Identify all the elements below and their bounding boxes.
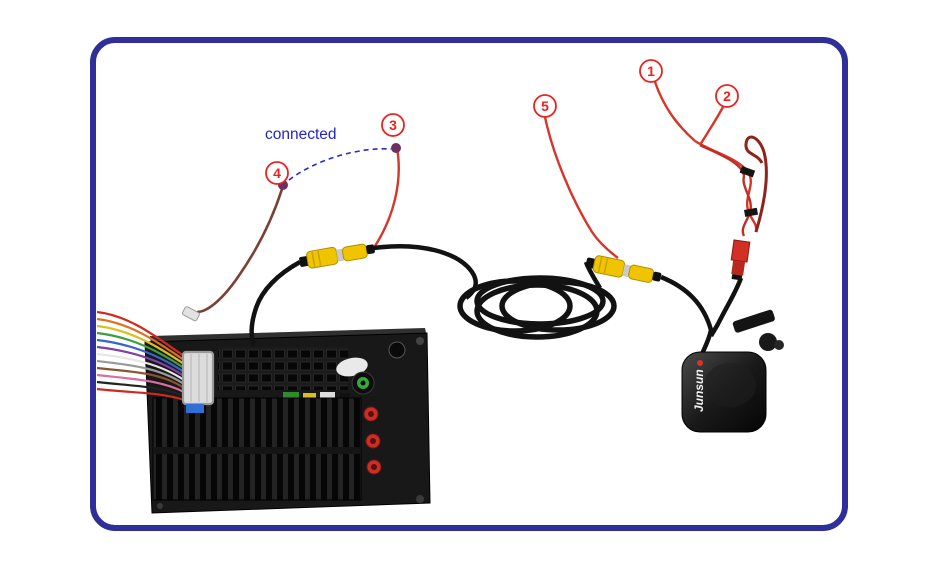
callout-4-number: 4 xyxy=(273,165,281,181)
callout-1: 1 xyxy=(639,59,663,83)
bracket-hinge xyxy=(759,333,777,351)
callout-4: 4 xyxy=(265,161,289,185)
frame-border xyxy=(90,37,848,531)
connected-annotation: connected xyxy=(265,126,392,181)
power-connector xyxy=(730,239,751,281)
trigger-wire-3 xyxy=(373,143,401,247)
head-unit xyxy=(144,328,431,514)
usb-connector xyxy=(186,404,204,413)
red-rca-jacks xyxy=(363,406,382,475)
trigger-wire-4 xyxy=(181,180,288,322)
rear-camera: Junsun xyxy=(681,309,784,433)
brand-logo-dot xyxy=(697,360,703,366)
camera-brand-label: Junsun xyxy=(692,369,706,412)
connected-dashed-line xyxy=(288,147,392,181)
harness-connector xyxy=(181,350,215,406)
head-unit-pin-slots xyxy=(218,347,348,390)
rca-connector-2 xyxy=(585,255,662,283)
power-lead-to-camera xyxy=(708,277,744,338)
bracket-knob xyxy=(774,340,784,350)
callout-1-number: 1 xyxy=(647,63,655,79)
round-jack xyxy=(388,341,406,359)
cable-tie-2 xyxy=(744,207,759,217)
heatsink-divider xyxy=(153,447,361,454)
camera-bracket xyxy=(732,309,775,333)
callout-3-number: 3 xyxy=(389,117,397,133)
video-cable-head-unit xyxy=(249,260,302,347)
camera-back-shade xyxy=(704,363,756,407)
callout-5: 5 xyxy=(533,94,557,118)
wire-harness xyxy=(96,310,215,413)
antenna-jack xyxy=(351,371,375,395)
callout-2-number: 2 xyxy=(723,88,731,104)
wire-3-end-dot xyxy=(391,143,401,153)
connected-label: connected xyxy=(265,126,337,143)
reverse-wire-5 xyxy=(543,116,619,259)
callout-2: 2 xyxy=(715,84,739,108)
callout-5-number: 5 xyxy=(541,98,549,114)
screw-bottom-right xyxy=(416,495,424,503)
callout-3: 3 xyxy=(381,113,405,137)
unit-label-oval xyxy=(336,357,368,377)
twisted-power-bundle xyxy=(744,135,768,233)
power-wires xyxy=(653,81,768,338)
camera-video-cable xyxy=(660,274,714,357)
extension-coil xyxy=(373,244,617,340)
screw-top-right xyxy=(416,337,424,345)
trigger-wire-terminal xyxy=(181,306,200,322)
rca-connector-1 xyxy=(299,243,375,269)
cable-tie-1 xyxy=(739,166,756,178)
screw-bottom-left xyxy=(157,503,163,509)
